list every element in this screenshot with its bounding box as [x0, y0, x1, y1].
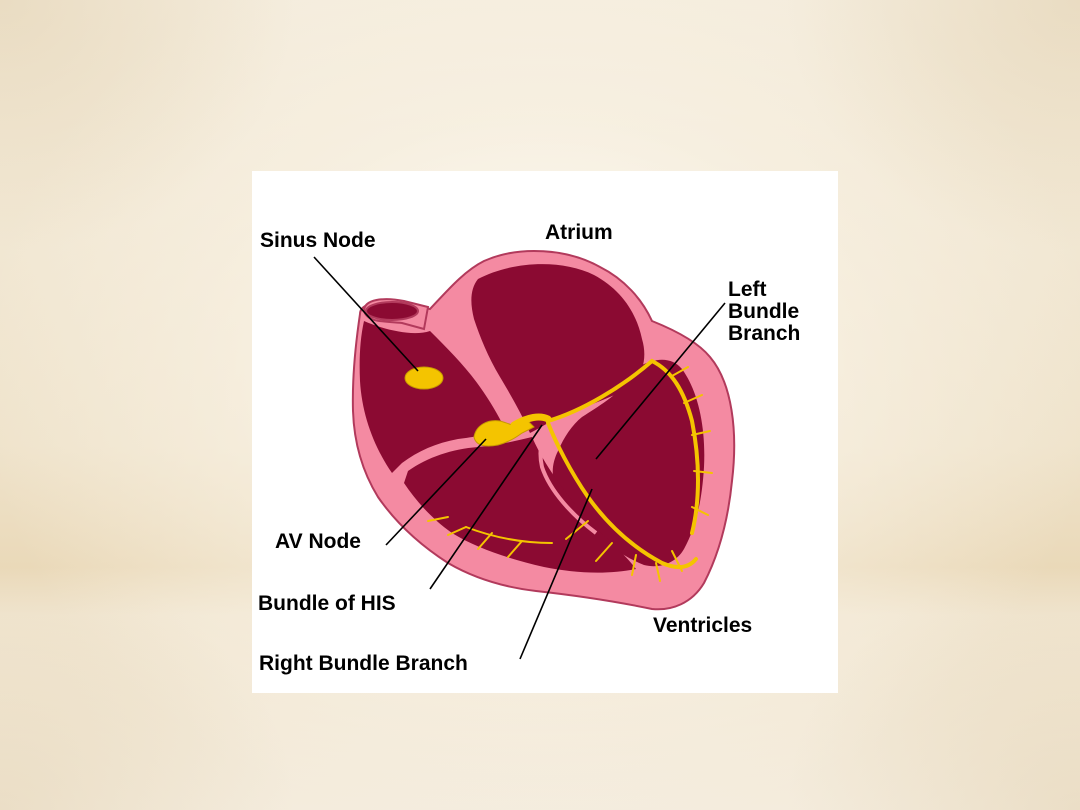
right-bundle-branch-path: [546, 421, 698, 570]
left-bundle-branch-label: Left Bundle Branch: [728, 278, 801, 345]
ventricles-label: Ventricles: [653, 614, 753, 637]
sinus-node-leader: [313, 256, 419, 372]
bundle-of-his-label: Bundle of HIS: [258, 592, 396, 615]
left-ventricle-chamber: [552, 359, 705, 567]
right-bundle-branch-label: Right Bundle Branch: [259, 652, 468, 675]
purkinje-fibers: [427, 366, 713, 582]
av-node-leader: [385, 438, 487, 546]
atrium-label: Atrium: [545, 221, 613, 244]
right-bundle-branch-leader: [519, 488, 593, 660]
septum-edge: [538, 419, 598, 535]
left-bundle-branch-path: [546, 358, 700, 535]
av-node-shape: [473, 420, 535, 447]
left-bundle-branch-leader: [595, 302, 726, 460]
leader-lines: [313, 256, 726, 660]
sinus-node-label: Sinus Node: [260, 229, 376, 252]
heart-conduction-diagram: Sinus Node Atrium Left Bundle Branch AV …: [252, 171, 838, 693]
right-atrium-chamber: [359, 321, 504, 473]
right-ventricle-chamber: [404, 437, 636, 573]
vessel-opening: [365, 301, 419, 321]
left-atrium-chamber: [471, 264, 645, 433]
bundle-of-his-leader: [429, 424, 543, 590]
bundle-of-his-path: [510, 413, 552, 429]
sinus-node-shape: [404, 366, 444, 390]
heart-illustration: [313, 249, 736, 660]
av-node-label: AV Node: [275, 530, 361, 553]
